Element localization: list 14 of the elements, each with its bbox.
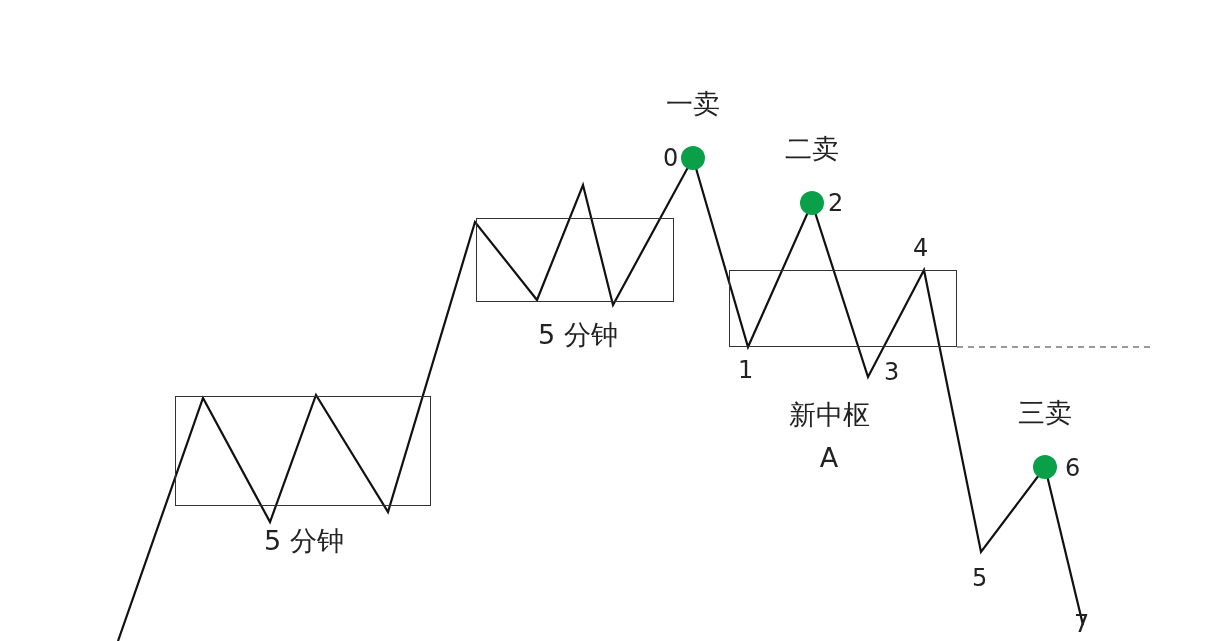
pivot-label: 5 分钟 (264, 525, 344, 557)
point-number: 0 (663, 146, 679, 170)
point-number: 3 (884, 360, 900, 384)
point-number: 1 (738, 358, 754, 382)
pivot-label: 新中枢A (787, 398, 871, 476)
sell-point-label: 一卖 (666, 88, 720, 120)
pivot-label: 5 分钟 (538, 319, 618, 351)
point-number: 4 (913, 236, 929, 260)
point-number: 5 (972, 566, 988, 590)
point-number: 6 (1065, 456, 1081, 480)
point-number: 2 (828, 191, 844, 215)
point-number: 7 (1074, 612, 1090, 636)
sell-point-label: 二卖 (785, 133, 839, 165)
sell-point-label: 三卖 (1018, 397, 1072, 429)
